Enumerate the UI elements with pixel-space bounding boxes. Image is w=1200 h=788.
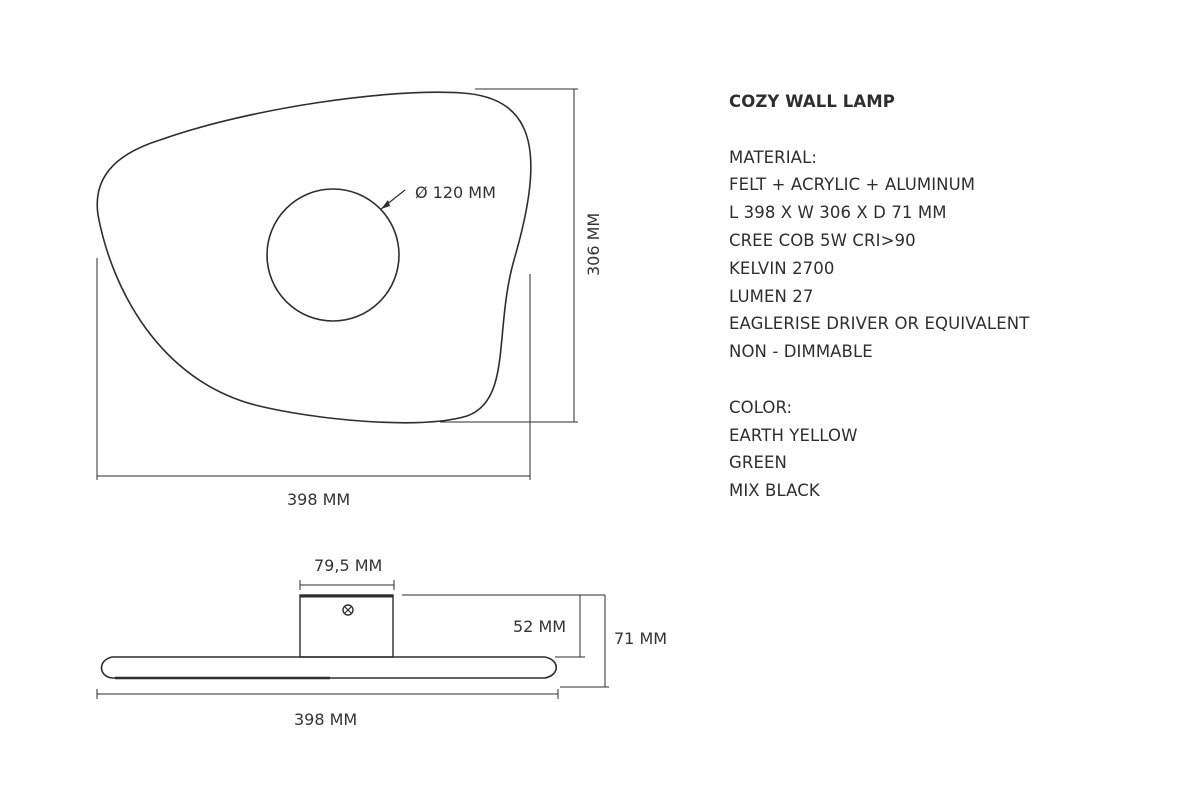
light-circle	[266, 188, 400, 322]
dimensions-line: L 398 X W 306 X D 71 MM	[729, 203, 947, 223]
spec-sheet: COZY WALL LAMP MATERIAL: FELT + ACRYLIC …	[729, 88, 1149, 533]
color-option: MIX BLACK	[729, 481, 820, 501]
color-heading: COLOR:	[729, 397, 793, 417]
front-view: Ø 120 MM 306 MM 398 MM	[96, 88, 603, 509]
material-heading: MATERIAL:	[729, 147, 818, 167]
mount-box	[299, 594, 394, 658]
kelvin-line: KELVIN 2700	[729, 258, 835, 278]
product-title: COZY WALL LAMP	[729, 92, 895, 111]
width-label: 398 MM	[287, 490, 350, 509]
mount-height-label: 52 MM	[513, 617, 566, 636]
material-line: FELT + ACRYLIC + ALUMINUM	[729, 175, 976, 195]
light-source-line: CREE COB 5W CRI>90	[729, 230, 916, 250]
diameter-label: Ø 120 MM	[415, 183, 496, 202]
screw-slot-b	[344, 606, 352, 614]
color-option: EARTH YELLOW	[729, 425, 858, 445]
color-block: COLOR: EARTH YELLOW GREEN MIX BLACK	[729, 394, 1149, 505]
lamp-side-profile	[100, 656, 558, 679]
color-option: GREEN	[729, 453, 787, 473]
side-view: 79,5 MM 52 MM 71 MM 398 MM	[96, 556, 667, 729]
total-depth-label: 71 MM	[614, 629, 667, 648]
material-block: MATERIAL: FELT + ACRYLIC + ALUMINUM L 39…	[729, 144, 1149, 366]
lumen-line: LUMEN 27	[729, 286, 814, 306]
height-label: 306 MM	[584, 213, 603, 276]
lamp-outline	[96, 91, 532, 424]
driver-line: EAGLERISE DRIVER OR EQUIVALENT	[729, 314, 1030, 334]
side-width-label: 398 MM	[294, 710, 357, 729]
diameter-leader-arrow	[381, 200, 390, 209]
mount-width-label: 79,5 MM	[314, 556, 382, 575]
dimming-line: NON - DIMMABLE	[729, 342, 873, 362]
